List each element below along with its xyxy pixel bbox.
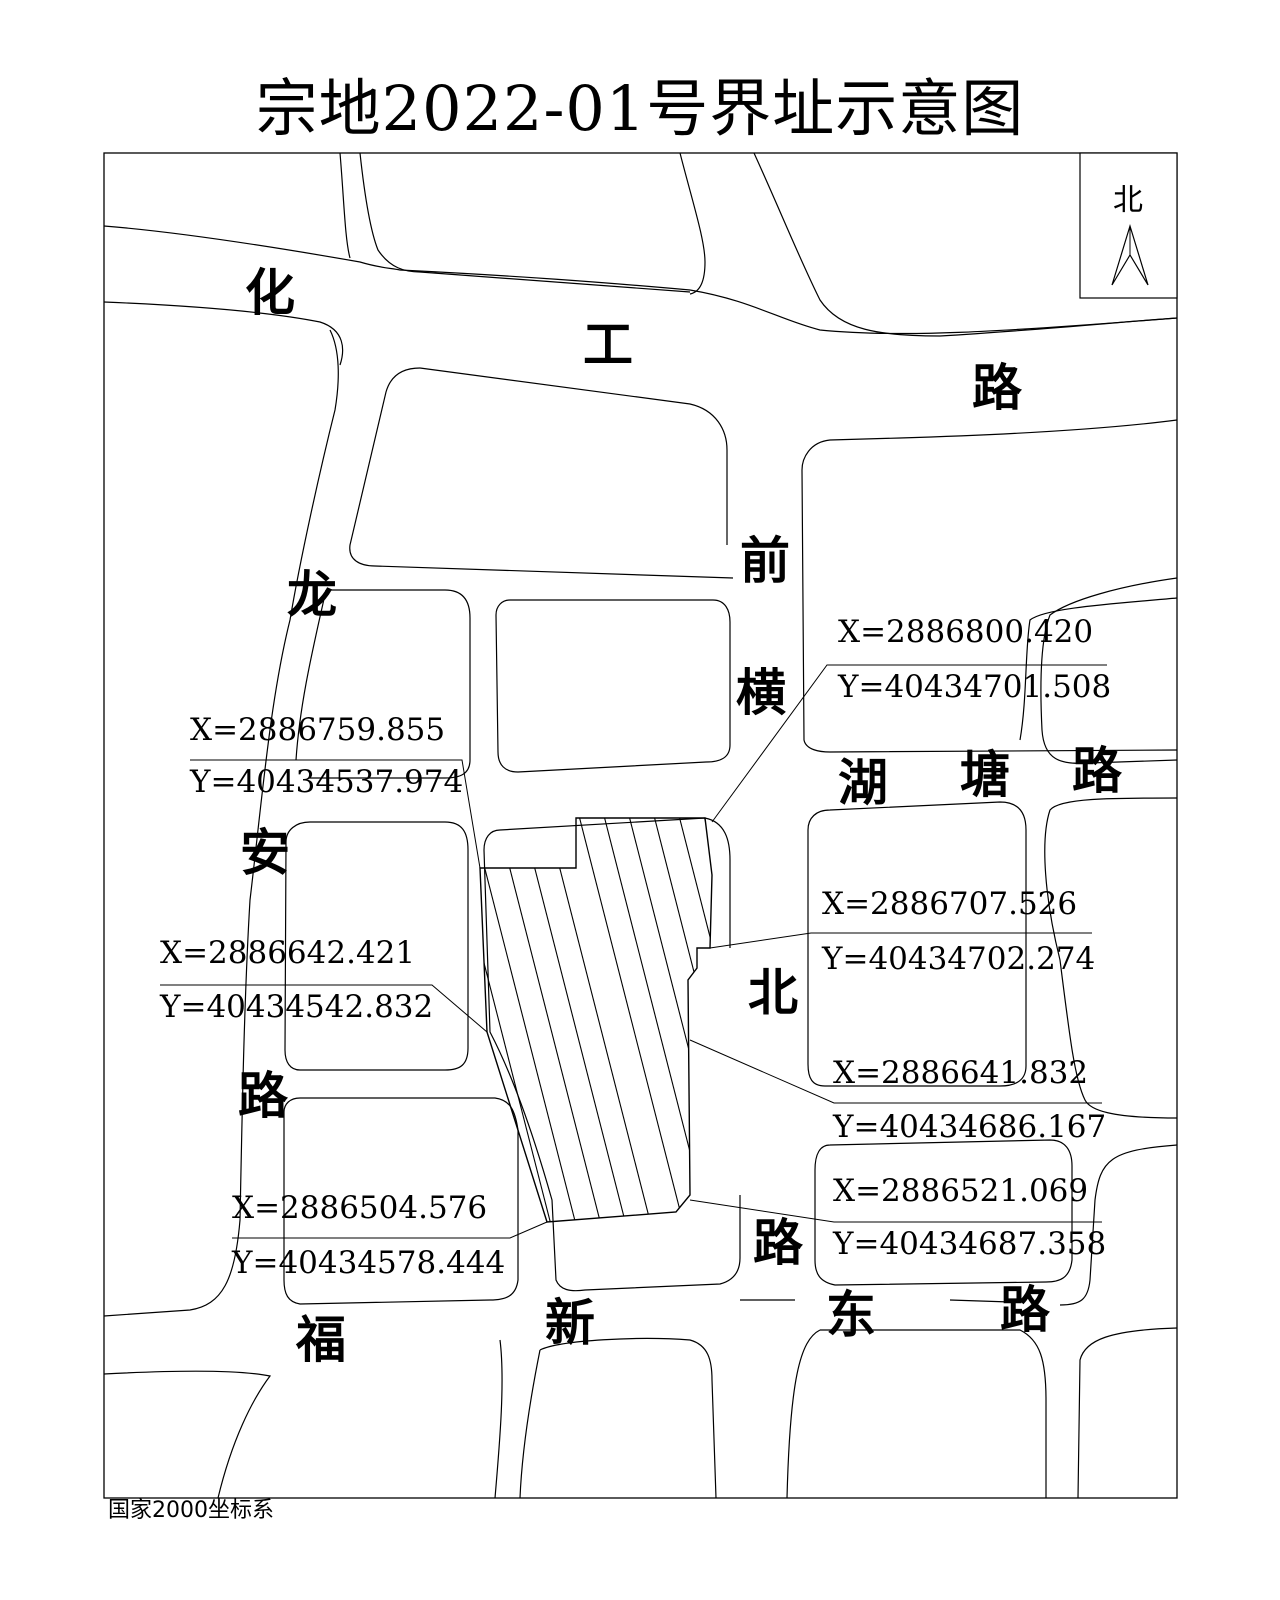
north-label: 北: [1113, 183, 1143, 218]
point-1-x-label: X=2886800.420: [838, 614, 1093, 650]
point-5-y-label: Y=40434686.167: [832, 1109, 1106, 1145]
coordinate-system-note: 国家2000坐标系: [108, 1498, 274, 1523]
leader-lines: [160, 664, 1107, 1239]
leader-line-2: [190, 759, 481, 869]
road-label-bei: 北: [748, 964, 798, 1022]
road-label-longan-2: 安: [240, 824, 290, 882]
map-frame: [103, 152, 1178, 1499]
point-3-x-label: X=2886707.526: [822, 886, 1077, 922]
leader-line-5: [689, 1039, 1102, 1104]
point-6-y-label: Y=40434687.358: [832, 1226, 1106, 1262]
leader-line-1: [711, 664, 1107, 823]
road-label-hutang-1: 湖: [838, 754, 888, 812]
road-label-xin: 新: [545, 1294, 595, 1352]
road-labels: 化 工 路 龙 安 路 前 横 湖 塘 路 北 路 福 新 东 路: [238, 264, 1123, 1369]
point-3-y-label: Y=40434702.274: [821, 941, 1095, 977]
leader-line-3: [709, 932, 1092, 949]
road-label-longan-1: 龙: [287, 566, 337, 624]
parcel-hatch: [480, 818, 712, 1222]
map-title: 宗地2022-01号界址示意图: [255, 72, 1025, 145]
leader-line-7: [232, 1221, 548, 1239]
leader-line-6: [689, 1199, 1102, 1223]
north-arrow: 北: [1079, 152, 1178, 299]
coordinate-labels: X=2886800.420 Y=40434701.508 X=2886759.8…: [159, 614, 1111, 1281]
point-7-x-label: X=2886504.576: [232, 1190, 487, 1226]
point-7-y-label: Y=40434578.444: [231, 1245, 505, 1281]
road-label-huagong-3: 路: [972, 359, 1023, 417]
point-5-x-label: X=2886641.832: [833, 1055, 1088, 1091]
road-network: [104, 153, 1177, 1498]
parcel-boundary: [479, 817, 713, 1223]
point-1-y-label: Y=40434701.508: [837, 669, 1111, 705]
road-label-fu: 福: [295, 1311, 346, 1369]
leader-line-4: [160, 984, 488, 1033]
road-label-dong: 东: [826, 1286, 876, 1344]
road-label-longan-3: 路: [238, 1067, 289, 1125]
road-label-huagong-2: 工: [583, 316, 633, 374]
road-label-hutang-3: 路: [1072, 742, 1123, 800]
road-label-hutang-2: 塘: [960, 746, 1010, 804]
point-4-y-label: Y=40434542.832: [159, 989, 433, 1025]
point-2-x-label: X=2886759.855: [190, 712, 445, 748]
road-label-beilu-lu: 路: [753, 1214, 804, 1272]
road-label-dong-lu: 路: [1000, 1281, 1051, 1339]
point-2-y-label: Y=40434537.974: [189, 764, 463, 800]
point-6-x-label: X=2886521.069: [833, 1173, 1088, 1209]
road-label-qianheng-1: 前: [740, 532, 790, 590]
point-4-x-label: X=2886642.421: [160, 935, 415, 971]
road-label-qianheng-2: 横: [736, 664, 786, 722]
road-label-huagong-1: 化: [245, 264, 295, 322]
